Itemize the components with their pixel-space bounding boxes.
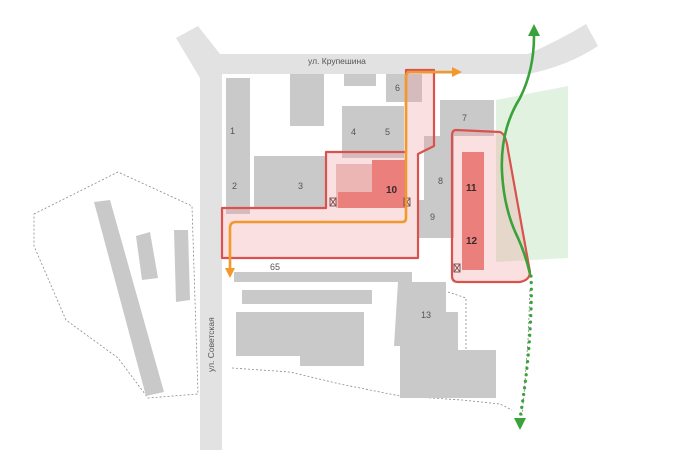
zone-outline-east — [450, 128, 532, 284]
building-6-shape — [386, 74, 422, 102]
roads — [176, 24, 598, 450]
street-label-krupeshina: ул. Крупешина — [308, 56, 366, 66]
arrow-right-icon — [452, 67, 462, 77]
building-label-13: 13 — [421, 310, 431, 320]
building-courtyard-c — [236, 312, 364, 356]
krupeshina-road — [176, 24, 598, 450]
arrow-down-green-icon — [514, 418, 526, 430]
building-10-shape — [338, 160, 406, 208]
building-west-long — [94, 200, 164, 396]
building-label-12: 12 — [466, 236, 478, 247]
building-west-mid — [136, 232, 158, 280]
building-top-b — [344, 74, 376, 86]
highlighted-buildings — [336, 152, 484, 270]
building-label-3: 3 — [298, 181, 303, 191]
building-label-6: 6 — [395, 83, 400, 93]
building-3-shape — [254, 156, 326, 208]
plot-boundary-courtyard — [447, 291, 467, 350]
building-courtyard-d — [300, 356, 364, 366]
building-1-shape — [226, 78, 250, 164]
zone-outlines — [220, 68, 532, 284]
building-label-2: 2 — [232, 181, 237, 191]
plot-boundary-east — [521, 289, 531, 417]
orange-route — [225, 67, 462, 278]
building-12-shape — [462, 224, 484, 270]
plot-boundary-west — [33, 171, 199, 399]
building-labels: 1 2 3 4 5 6 7 8 9 10 11 12 13 65 — [230, 83, 478, 320]
zone-outline-main — [220, 68, 436, 260]
building-top-a — [290, 74, 324, 126]
building-label-11: 11 — [466, 183, 477, 194]
building-courtyard-a — [234, 272, 412, 282]
building-west-small — [174, 230, 190, 302]
green-route-line — [500, 35, 536, 275]
street-label-sovetskaya: ул. Советская — [206, 317, 216, 372]
building-label-65: 65 — [270, 262, 280, 272]
building-label-1: 1 — [230, 126, 235, 136]
building-2-shape — [226, 164, 250, 214]
building-13-shape — [394, 282, 496, 398]
arrow-down-icon — [225, 268, 235, 278]
building-label-10: 10 — [386, 185, 398, 196]
building-label-4: 4 — [351, 127, 356, 137]
building-4-5-shape — [342, 106, 404, 158]
building-label-7: 7 — [462, 113, 467, 123]
building-courtyard-b — [242, 290, 372, 304]
arrow-up-icon — [528, 24, 540, 36]
grey-buildings — [94, 74, 496, 398]
green-zone — [496, 86, 568, 262]
entrance-marker — [329, 197, 337, 207]
green-route-dotted — [518, 274, 533, 420]
green-route — [500, 24, 540, 430]
building-label-5: 5 — [385, 127, 390, 137]
building-11-shape — [462, 152, 484, 224]
building-label-9: 9 — [430, 212, 435, 222]
orange-route-line — [228, 70, 455, 270]
building-label-8: 8 — [438, 176, 443, 186]
building-9-shape — [418, 200, 454, 238]
entrance-marker — [453, 263, 461, 273]
